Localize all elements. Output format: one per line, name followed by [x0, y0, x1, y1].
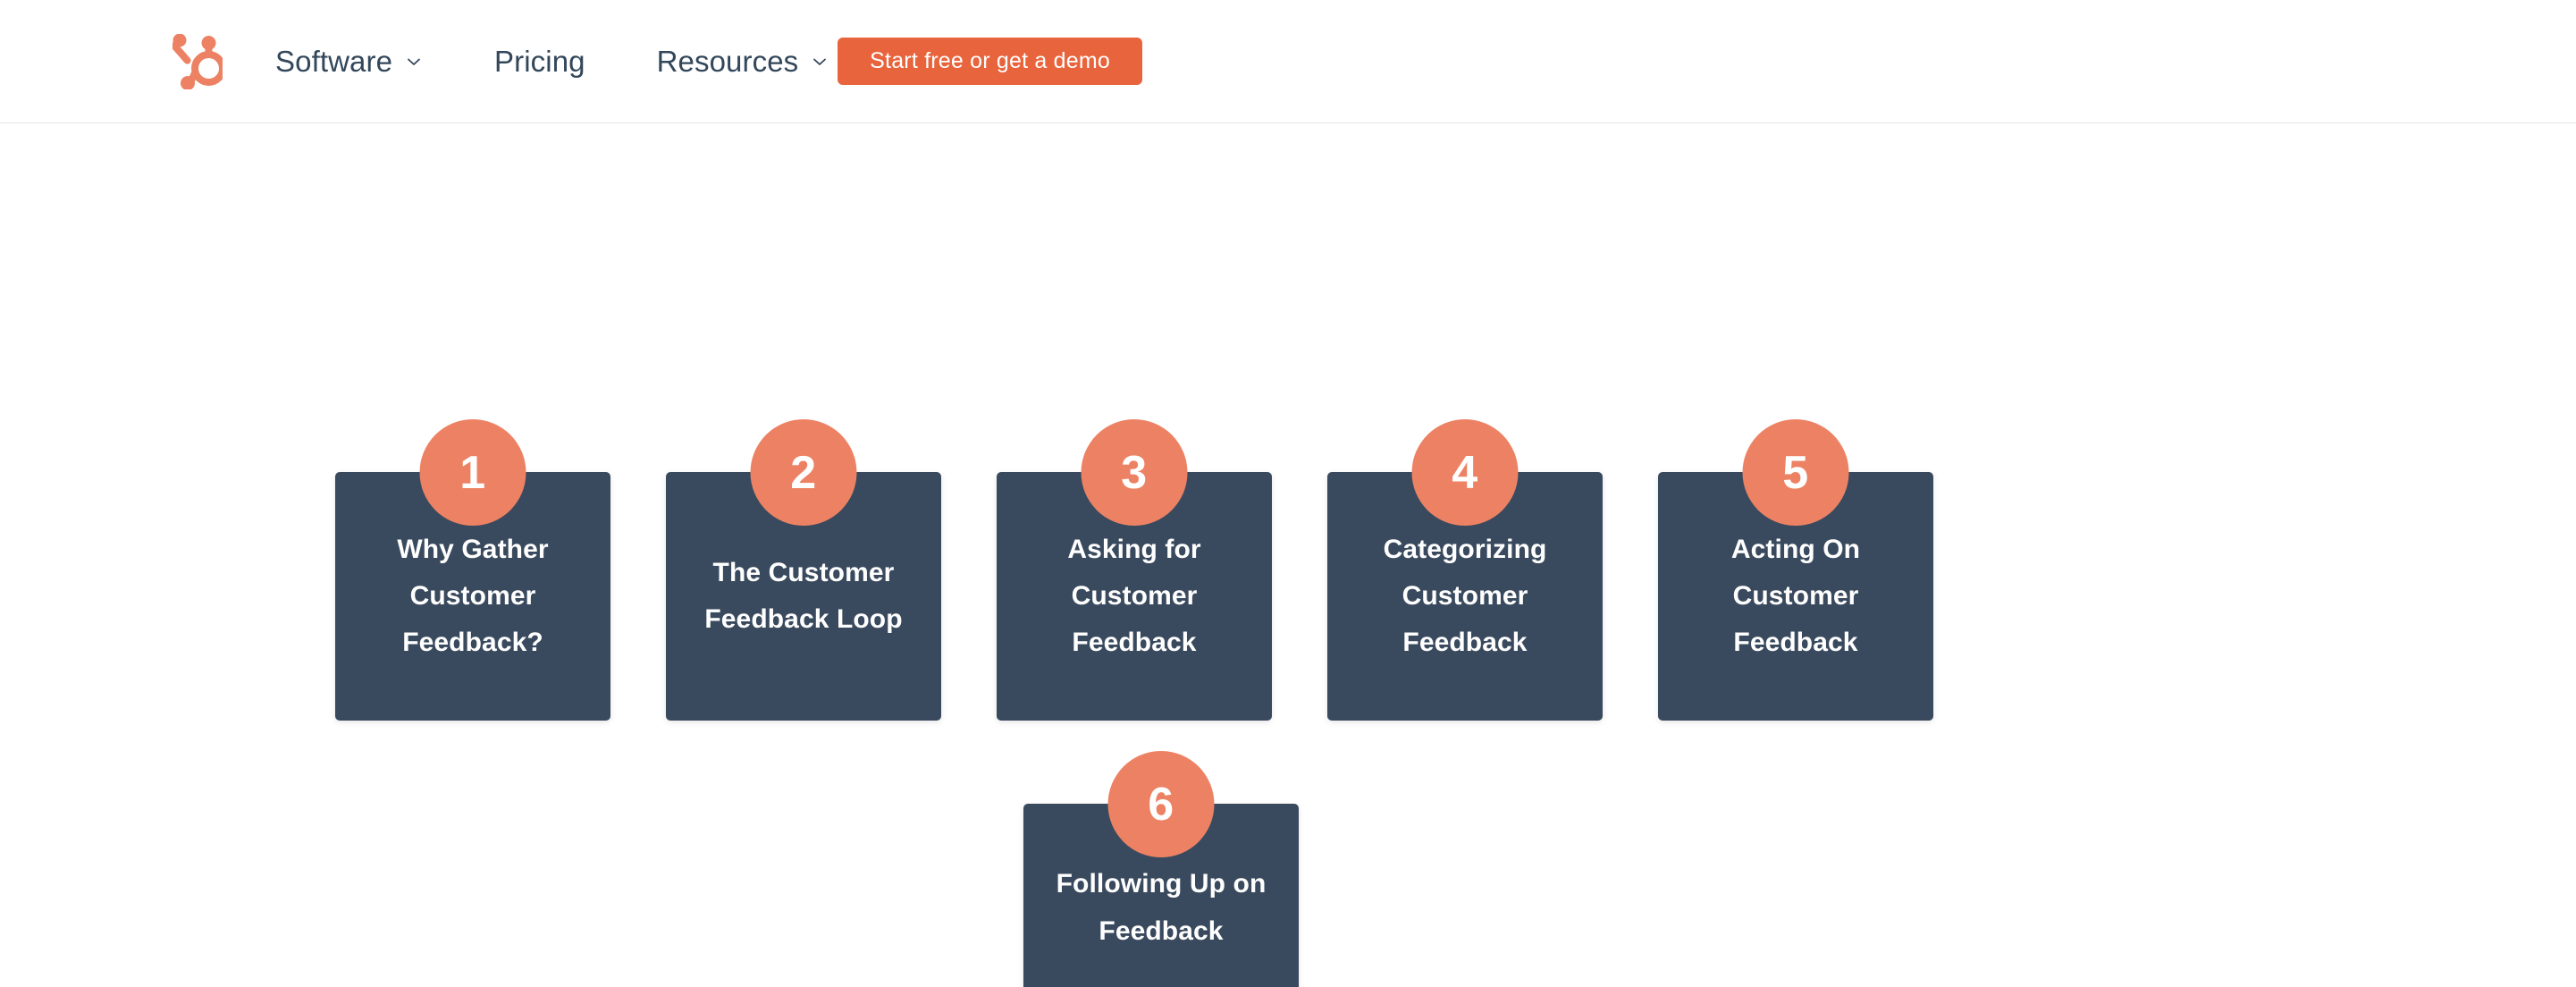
step-card-4[interactable]: 4 Categorizing Customer Feedback — [1327, 419, 1603, 721]
nav-item-label: Resources — [656, 44, 799, 78]
main-navigation: Software Pricing Resources — [275, 36, 829, 88]
step-card-body: Acting On Customer Feedback — [1658, 472, 1933, 721]
nav-item-resources[interactable]: Resources — [657, 36, 829, 88]
steps-canvas: 1 Why Gather Customer Feedback? 2 The Cu… — [0, 123, 2576, 987]
step-number-badge: 3 — [1081, 419, 1188, 526]
step-card-3[interactable]: 3 Asking for Customer Feedback — [997, 419, 1272, 721]
nav-item-label: Pricing — [494, 44, 585, 78]
step-card-title: The Customer Feedback Loop — [704, 557, 903, 634]
step-card-title: Why Gather Customer Feedback? — [397, 534, 549, 658]
site-header: Software Pricing Resources Start free or… — [0, 0, 2576, 129]
chevron-down-icon — [405, 53, 423, 71]
step-card-title: Asking for Customer Feedback — [1067, 534, 1201, 658]
nav-item-software[interactable]: Software — [275, 36, 423, 88]
step-card-title: Categorizing Customer Feedback — [1383, 534, 1547, 658]
step-card-body: Asking for Customer Feedback — [997, 472, 1272, 721]
nav-item-label: Software — [275, 44, 393, 78]
step-card-2[interactable]: 2 The Customer Feedback Loop — [666, 419, 941, 721]
step-card-5[interactable]: 5 Acting On Customer Feedback — [1658, 419, 1933, 721]
start-free-or-demo-button[interactable]: Start free or get a demo — [838, 38, 1142, 85]
step-number-badge: 5 — [1742, 419, 1849, 526]
step-card-title: Following Up on Feedback — [1056, 869, 1267, 946]
chevron-down-icon — [811, 53, 829, 71]
step-number-badge: 1 — [419, 419, 526, 526]
steps-row-two: 6 Following Up on Feedback — [1023, 751, 1299, 987]
nav-item-pricing[interactable]: Pricing — [494, 36, 585, 88]
hubspot-sprocket-logo[interactable] — [168, 29, 227, 95]
step-card-6[interactable]: 6 Following Up on Feedback — [1023, 751, 1299, 987]
step-card-title: Acting On Customer Feedback — [1730, 534, 1861, 658]
steps-row-one: 1 Why Gather Customer Feedback? 2 The Cu… — [335, 419, 1933, 721]
step-number-badge: 2 — [750, 419, 857, 526]
step-card-1[interactable]: 1 Why Gather Customer Feedback? — [335, 419, 610, 721]
step-card-body: Why Gather Customer Feedback? — [335, 472, 610, 721]
step-number-badge: 4 — [1411, 419, 1519, 526]
step-number-badge: 6 — [1107, 751, 1215, 857]
